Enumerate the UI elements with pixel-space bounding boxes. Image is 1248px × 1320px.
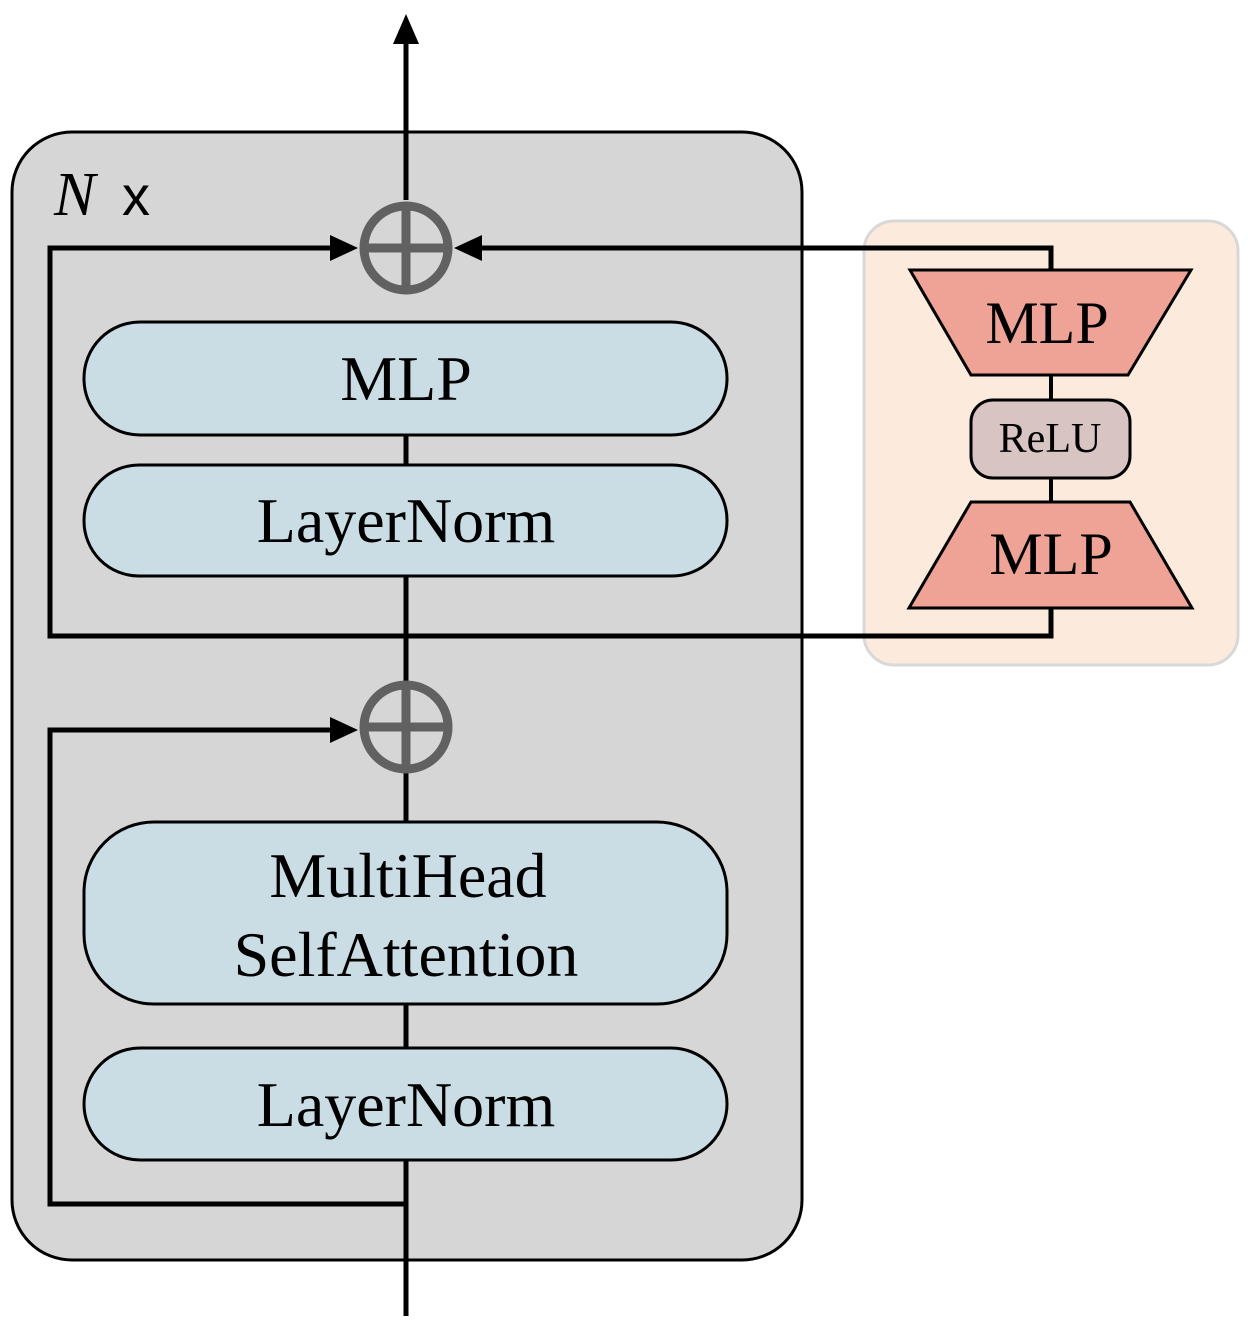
adapter-output-path bbox=[480, 245, 1054, 270]
lower-layernorm-block bbox=[82, 1046, 729, 1162]
adapter-input-path bbox=[406, 608, 1054, 639]
upper-layernorm-label: LayerNorm bbox=[257, 485, 556, 556]
adapter-relu-label: ReLU bbox=[999, 416, 1102, 462]
attention-label-line1: MultiHead bbox=[269, 840, 546, 911]
lower-residual-arrow-icon bbox=[330, 717, 358, 743]
output-arrow-icon bbox=[393, 14, 419, 44]
attention-block bbox=[82, 820, 729, 1006]
adapter-relu-block bbox=[969, 398, 1132, 480]
lower-add-icon bbox=[359, 680, 453, 774]
adapter-down-mlp-shape bbox=[906, 500, 1195, 610]
lower-layernorm-label: LayerNorm bbox=[257, 1069, 556, 1140]
upper-add-icon bbox=[359, 201, 453, 295]
repeat-symbol: N bbox=[53, 161, 99, 229]
upper-layernorm-block bbox=[82, 463, 729, 578]
upper-mlp-label: MLP bbox=[340, 343, 472, 414]
adapter-arrow-icon bbox=[454, 235, 482, 261]
upper-residual-path bbox=[47, 245, 406, 639]
adapter-up-mlp-label: MLP bbox=[985, 290, 1108, 356]
lower-residual-path bbox=[47, 727, 406, 1207]
adapter-down-mlp-label: MLP bbox=[989, 521, 1112, 587]
repeat-times: x bbox=[122, 164, 150, 227]
upper-mlp-block bbox=[82, 320, 729, 437]
upper-residual-arrow-icon bbox=[330, 235, 358, 261]
attention-label-line2: SelfAttention bbox=[234, 919, 579, 990]
adapter-up-mlp-shape bbox=[907, 268, 1194, 377]
